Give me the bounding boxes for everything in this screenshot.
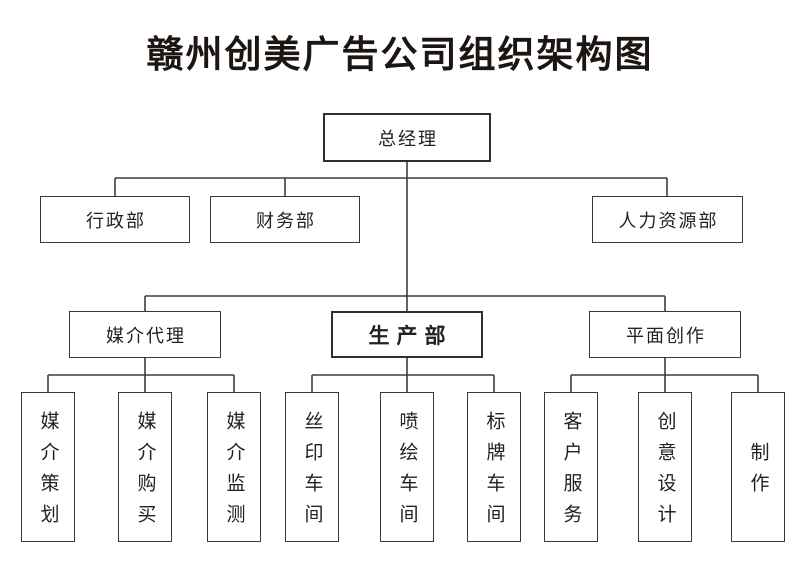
node-inkjet-workshop: 喷绘车间 xyxy=(380,392,434,542)
node-general-manager: 总经理 xyxy=(323,113,491,162)
node-fabrication: 制作 xyxy=(731,392,785,542)
node-label: 创意设计 xyxy=(654,411,676,535)
node-label: 媒介监测 xyxy=(223,411,245,535)
chart-title: 赣州创美广告公司组织架构图 xyxy=(146,34,654,75)
node-label: 媒介购买 xyxy=(134,411,156,535)
node-silkprint-workshop: 丝印车间 xyxy=(285,392,339,542)
level2-bus xyxy=(114,177,668,196)
node-media-monitoring: 媒介监测 xyxy=(207,392,261,542)
node-label: 制作 xyxy=(747,442,769,504)
node-media-agency: 媒介代理 xyxy=(69,311,221,358)
node-production-dept: 生产部 xyxy=(331,311,483,358)
production-group-bus xyxy=(311,358,495,392)
node-customer-service: 客户服务 xyxy=(544,392,598,542)
node-signage-workshop: 标牌车间 xyxy=(467,392,521,542)
node-label: 喷绘车间 xyxy=(396,411,418,535)
node-creative-design: 创意设计 xyxy=(638,392,692,542)
node-graphic-creation: 平面创作 xyxy=(589,311,741,358)
node-media-planning: 媒介策划 xyxy=(21,392,75,542)
node-media-buying: 媒介购买 xyxy=(118,392,172,542)
level3-bus xyxy=(144,295,666,311)
node-label: 标牌车间 xyxy=(483,411,505,535)
node-administration-dept: 行政部 xyxy=(40,196,190,243)
node-label: 丝印车间 xyxy=(301,411,323,535)
media-group-bus xyxy=(47,358,235,392)
node-human-resources-dept: 人力资源部 xyxy=(592,196,743,243)
node-finance-dept: 财务部 xyxy=(210,196,360,243)
node-label: 客户服务 xyxy=(560,411,582,535)
node-label: 媒介策划 xyxy=(37,411,59,535)
graphic-group-bus xyxy=(570,358,759,392)
